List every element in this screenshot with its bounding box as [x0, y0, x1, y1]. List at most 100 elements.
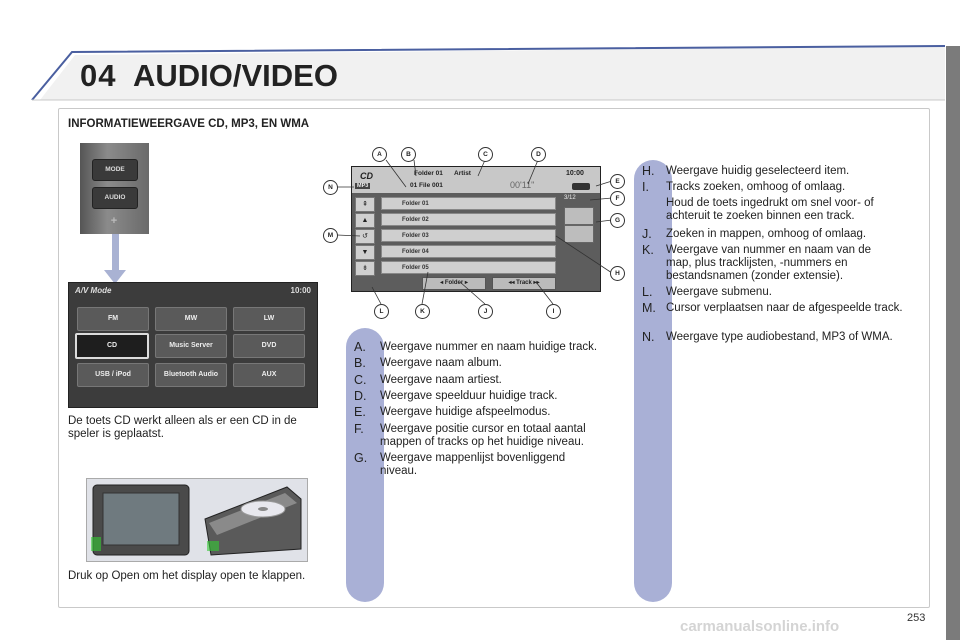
- plus-knob: +: [110, 215, 118, 227]
- scroll-bottom-button[interactable]: ⇟: [355, 261, 375, 276]
- file-info: 01 File 001: [410, 182, 443, 189]
- av-button-dvd[interactable]: DVD: [233, 334, 305, 358]
- av-button-lw[interactable]: LW: [233, 307, 305, 331]
- legend-letter-g: G.: [354, 451, 368, 465]
- track-button-label: Track: [516, 280, 532, 286]
- legend-text-n: Weergave type audiobestand, MP3 of WMA.: [666, 331, 893, 343]
- submenu-button[interactable]: ↺: [355, 229, 375, 244]
- legend-letter-e: E.: [354, 405, 366, 419]
- head-unit-illustration: [91, 484, 302, 556]
- callout-m: M: [323, 228, 338, 243]
- legend-text-i-hold: Houd de toets ingedrukt om snel voor- of…: [666, 197, 874, 222]
- av-mode-screen: A/V Mode 10:00 FM MW LW CD Music Server …: [68, 282, 318, 408]
- av-button-usb-ipod[interactable]: USB / iPod: [77, 363, 149, 387]
- av-button-fm[interactable]: FM: [77, 307, 149, 331]
- legend-letter-f: F.: [354, 422, 364, 436]
- folder-row-2[interactable]: Folder 02: [381, 213, 556, 226]
- cd-status-bar: CD Folder 01 Artist MP3 01 File 001 00'1…: [352, 167, 600, 193]
- av-button-cd[interactable]: CD: [75, 333, 149, 359]
- av-button-music-server[interactable]: Music Server: [155, 334, 227, 358]
- folder-info: Folder 01: [414, 170, 443, 177]
- right-edge-bar: [946, 46, 960, 640]
- folder-row-4[interactable]: Folder 04: [381, 245, 556, 258]
- cd-note-text: De toets CD werkt alleen als er een CD i…: [68, 415, 297, 440]
- header-tab-graphic: [31, 45, 946, 101]
- callout-k: K: [415, 304, 430, 319]
- page-number: 253: [907, 612, 926, 624]
- pointer-arrow-icon: [104, 270, 126, 284]
- legend-text-l: Weergave submenu.: [666, 286, 772, 298]
- cd-info-screen: CD Folder 01 Artist MP3 01 File 001 00'1…: [351, 166, 601, 292]
- folder-search-button[interactable]: ◂ Folder ▸: [422, 277, 486, 290]
- track-count: 3/12: [564, 195, 576, 201]
- callout-e: E: [610, 174, 625, 189]
- av-screen-clock: 10:00: [290, 286, 311, 295]
- legend-letter-c: C.: [354, 373, 367, 387]
- play-mode-icon: [572, 183, 590, 190]
- callout-i: I: [546, 304, 561, 319]
- callout-a: A: [372, 147, 387, 162]
- legend-text-m: Cursor verplaatsen naar de afgespeelde t…: [666, 302, 903, 314]
- av-screen-title: A/V Mode: [75, 286, 112, 295]
- legend-text-g: Weergave mappenlijst bovenliggend niveau…: [380, 452, 566, 477]
- elapsed-time: 00'11": [510, 180, 535, 190]
- av-button-bluetooth-audio[interactable]: Bluetooth Audio: [155, 363, 227, 387]
- callout-j: J: [478, 304, 493, 319]
- callout-b: B: [401, 147, 416, 162]
- legend-text-e: Weergave huidige afspeelmodus.: [380, 406, 551, 418]
- section-heading: INFORMATIEWEERGAVE CD, MP3, EN WMA: [68, 118, 310, 130]
- folder-button-label: Folder: [444, 280, 464, 286]
- cd-mode-label: CD: [360, 171, 373, 181]
- file-type-badge: MP3: [355, 183, 371, 189]
- legend-text-i: Tracks zoeken, omhoog of omlaag.: [666, 181, 846, 193]
- legend-letter-i: I.: [642, 180, 649, 194]
- legend-letter-k: K.: [642, 243, 654, 257]
- chapter-title: AUDIO/VIDEO: [133, 58, 338, 93]
- legend-letter-a: A.: [354, 340, 366, 354]
- legend-text-b: Weergave naam album.: [380, 357, 502, 369]
- cd-screen-clock: 10:00: [566, 170, 584, 177]
- open-note-text: Druk op Open om het display open te klap…: [68, 570, 306, 582]
- legend-letter-n: N.: [642, 330, 655, 344]
- legend-letter-d: D.: [354, 389, 367, 403]
- scroll-top-button[interactable]: ⇞: [355, 197, 375, 212]
- folder-up-icon[interactable]: [564, 225, 594, 243]
- audio-knob: AUDIO: [92, 187, 138, 209]
- legend-letter-j: J.: [642, 227, 652, 241]
- folder-row-5[interactable]: Folder 05: [381, 261, 556, 274]
- mode-panel-photo: MODE AUDIO +: [80, 143, 149, 234]
- disc-icon: [564, 207, 594, 225]
- artist-info: Artist: [454, 170, 471, 177]
- legend-letter-m: M.: [642, 301, 656, 315]
- legend-letter-l: L.: [642, 285, 653, 299]
- pointer-arrow-shaft: [112, 234, 119, 274]
- open-display-photo: [86, 478, 308, 562]
- callout-h: H: [610, 266, 625, 281]
- scroll-up-button[interactable]: ▲: [355, 213, 375, 228]
- chapter-number: 04: [80, 58, 117, 93]
- folder-row-3[interactable]: Folder 03: [381, 229, 556, 242]
- legend-text-a: Weergave nummer en naam huidige track.: [380, 341, 598, 353]
- legend-text-j: Zoeken in mappen, omhoog of omlaag.: [666, 228, 867, 240]
- legend-letter-h: H.: [642, 164, 655, 178]
- callout-d: D: [531, 147, 546, 162]
- legend-text-f: Weergave positie cursor en totaal aantal…: [380, 423, 586, 448]
- mode-knob: MODE: [92, 159, 138, 181]
- callout-l: L: [374, 304, 389, 319]
- legend-text-k: Weergave van nummer en naam van de map, …: [666, 244, 871, 282]
- callout-n: N: [323, 180, 338, 195]
- callout-f: F: [610, 191, 625, 206]
- legend-letter-b: B.: [354, 356, 366, 370]
- scroll-down-button[interactable]: ▼: [355, 245, 375, 260]
- folder-row-1[interactable]: Folder 01: [381, 197, 556, 210]
- content-frame: [58, 108, 930, 608]
- callout-c: C: [478, 147, 493, 162]
- legend-a-g-bar: [346, 328, 384, 602]
- callout-g: G: [610, 213, 625, 228]
- legend-text-h: Weergave huidig geselecteerd item.: [666, 165, 850, 177]
- legend-text-d: Weergave speelduur huidige track.: [380, 390, 558, 402]
- legend-h-n-bar: [634, 160, 672, 602]
- av-button-mw[interactable]: MW: [155, 307, 227, 331]
- av-button-aux[interactable]: AUX: [233, 363, 305, 387]
